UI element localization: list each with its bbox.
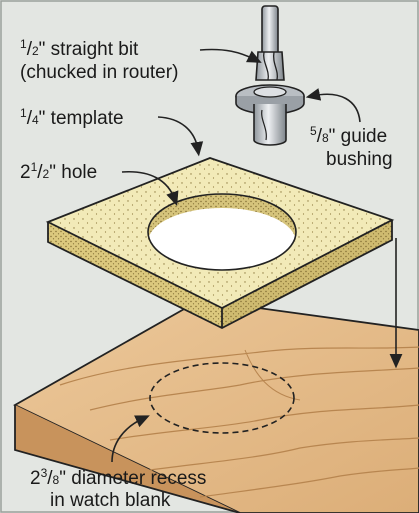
- bushing-label-line1: 5/8" guide: [310, 124, 387, 147]
- bit-label-line1: 1/2" straight bit: [20, 37, 139, 60]
- template-label: 1/4" template: [20, 106, 124, 129]
- watch-blank: [13, 299, 419, 513]
- template-plate: [45, 157, 395, 330]
- hole-leader-arrow: [121, 170, 179, 207]
- bushing-label-line2: bushing: [326, 149, 393, 170]
- bit-leader-arrow: [199, 48, 262, 63]
- router-bit-icon: [235, 5, 305, 146]
- recess-label-line1: 23/8" diameter recess: [30, 466, 206, 489]
- recess-leader-arrow: [111, 415, 150, 463]
- template-leader-arrow: [157, 116, 204, 157]
- bit-label-line2: (chucked in router): [20, 62, 178, 83]
- recess-outline: [149, 362, 295, 434]
- bushing-leader-arrow: [305, 88, 361, 123]
- hole-label: 21/2" hole: [20, 160, 97, 183]
- recess-label-line2: in watch blank: [50, 490, 171, 511]
